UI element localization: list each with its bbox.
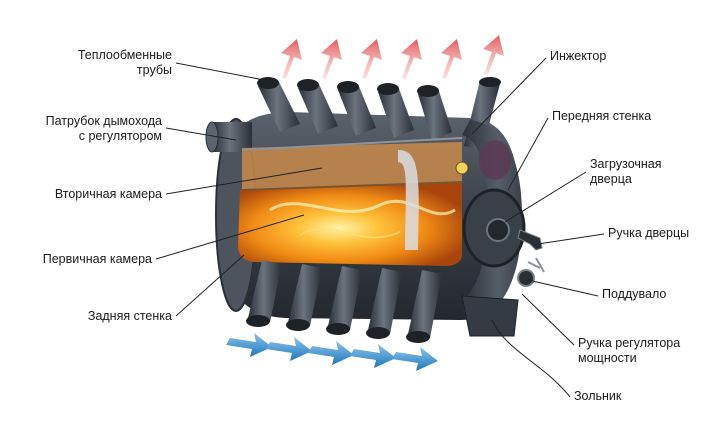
primary-chamber — [238, 182, 462, 266]
front-assembly — [461, 120, 545, 337]
label-blower: Поддувало — [602, 287, 667, 301]
leader-door-handle — [537, 233, 605, 245]
label-front-wall: Передняя стенка — [552, 109, 652, 123]
leader-power-regulator — [521, 293, 575, 346]
ash-pan — [461, 295, 519, 337]
cold-air-arrow — [226, 333, 272, 357]
firebox-cutaway — [238, 137, 469, 266]
label-loading-door: Загрузочная дверца — [590, 157, 662, 186]
label-primary-chamber: Первичная камера — [42, 252, 152, 266]
leader-primary-chamber — [155, 214, 305, 260]
label-door-handle: Ручка дверцы — [608, 226, 690, 240]
leader-injector — [471, 57, 547, 135]
label-flue-pipe: Патрубок дымохода с регулятором — [45, 114, 162, 143]
leader-ash-pan — [491, 319, 571, 398]
leader-secondary-chamber — [165, 167, 323, 195]
leader-lines — [155, 57, 605, 398]
cold-air-arrows — [226, 333, 438, 371]
leader-flue-pipe — [165, 127, 237, 141]
hot-air-arrows — [281, 35, 504, 79]
loading-door-center — [486, 218, 510, 242]
cold-air-arrow — [266, 337, 312, 361]
label-injector: Инжектор — [550, 49, 607, 63]
flue-pipe — [205, 121, 252, 153]
front-wall-top — [479, 140, 511, 180]
leader-back-wall — [175, 254, 245, 317]
leader-loading-door — [504, 171, 587, 223]
label-ash-pan: Зольник — [574, 389, 622, 403]
upper-pipes — [257, 77, 501, 150]
cold-air-arrow — [308, 341, 354, 365]
hot-air-arrow — [321, 39, 342, 79]
leader-front-wall — [507, 117, 549, 191]
hot-air-arrow — [401, 39, 422, 79]
leader-heat-exchange-pipes — [175, 62, 265, 81]
blower — [517, 269, 535, 287]
cold-air-arrow — [350, 344, 396, 368]
hot-air-arrow — [361, 39, 382, 79]
cold-air-arrow — [392, 347, 438, 371]
hot-air-arrow — [483, 35, 504, 75]
lower-pipes — [246, 260, 442, 343]
label-heat-exchange-pipes: Теплообменные трубы — [77, 48, 172, 77]
leader-blower — [527, 279, 599, 297]
label-secondary-chamber: Вторичная камера — [54, 187, 162, 201]
label-back-wall: Задняя стенка — [87, 309, 172, 323]
door-handle — [517, 229, 543, 251]
hot-air-arrow — [281, 39, 302, 79]
hot-air-arrow — [441, 39, 462, 79]
label-power-regulator-handle: Ручка регулятора мощности — [578, 336, 681, 365]
